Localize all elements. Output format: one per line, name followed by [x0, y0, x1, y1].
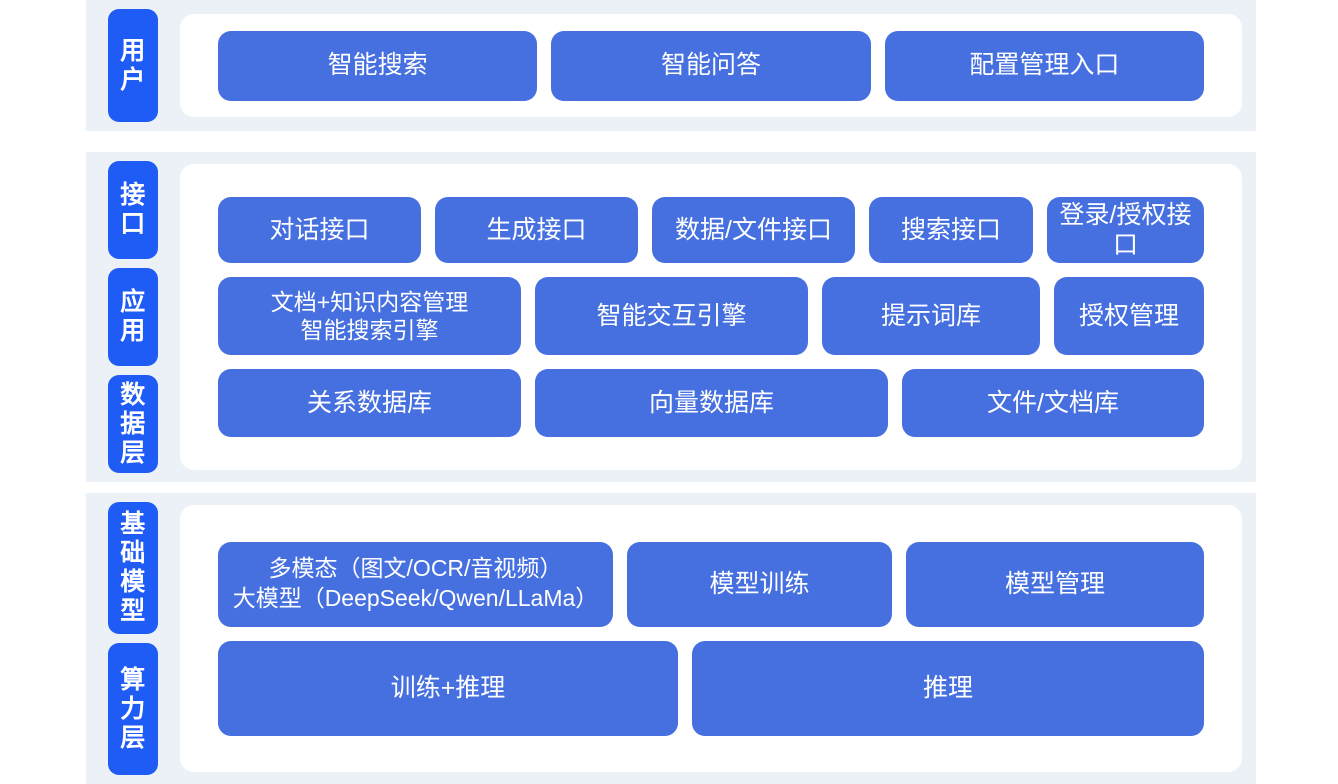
block-smart-interaction-engine[interactable]: 智能交互引擎 [535, 277, 808, 355]
block-smart-qa[interactable]: 智能问答 [551, 30, 871, 101]
layer-tab-api-char-0: 接 [120, 181, 146, 209]
row-compute: 训练+推理 推理 [218, 640, 1204, 736]
layer-tab-api[interactable]: 接 口 [108, 161, 158, 259]
layer-tab-foundation-model[interactable]: 基 础 模 型 [108, 502, 158, 634]
tab-column-middle: 接 口 应 用 数 据 层 [86, 152, 180, 482]
block-search-api[interactable]: 搜索接口 [869, 197, 1033, 263]
block-data-file-api[interactable]: 数据/文件接口 [652, 197, 855, 263]
layer-tab-foundation-model-char-1: 础 [120, 539, 146, 567]
block-authorization-management[interactable]: 授权管理 [1054, 277, 1204, 355]
panel-user: 智能搜索 智能问答 配置管理入口 [180, 14, 1242, 117]
layer-tab-user-char-0: 用 [120, 36, 146, 65]
block-login-auth-api[interactable]: 登录/授权接口 [1047, 197, 1204, 263]
block-vector-database[interactable]: 向量数据库 [535, 369, 888, 437]
block-smart-search[interactable]: 智能搜索 [218, 30, 538, 101]
layer-tab-application-char-0: 应 [120, 288, 146, 316]
layer-tab-application-char-1: 用 [120, 317, 146, 345]
panel-middle: 对话接口 生成接口 数据/文件接口 搜索接口 登录/授权接口 文档+知识内容管理… [180, 164, 1242, 470]
block-config-management-entry[interactable]: 配置管理入口 [884, 30, 1204, 101]
layer-tab-data-char-1: 据 [120, 409, 146, 438]
layer-tab-user[interactable]: 用 户 [108, 9, 158, 122]
layer-tab-foundation-model-char-2: 模 [120, 568, 146, 596]
block-prompt-library[interactable]: 提示词库 [822, 277, 1040, 355]
layer-tab-compute-char-0: 算 [120, 665, 146, 694]
row-api: 对话接口 生成接口 数据/文件接口 搜索接口 登录/授权接口 [218, 197, 1204, 263]
layer-tab-compute-char-2: 层 [120, 723, 146, 752]
block-model-management[interactable]: 模型管理 [906, 541, 1204, 627]
block-multimodal-large-model[interactable]: 多模态（图文/OCR/音视频） 大模型（DeepSeek/Qwen/LLaMa） [218, 541, 613, 627]
layer-tab-user-char-1: 户 [120, 65, 146, 94]
block-relational-database[interactable]: 关系数据库 [218, 369, 521, 437]
block-file-document-store[interactable]: 文件/文档库 [902, 369, 1204, 437]
row-user-apps: 智能搜索 智能问答 配置管理入口 [218, 30, 1204, 101]
block-inference[interactable]: 推理 [692, 640, 1204, 736]
panel-bottom: 多模态（图文/OCR/音视频） 大模型（DeepSeek/Qwen/LLaMa）… [180, 505, 1242, 772]
block-training-plus-inference[interactable]: 训练+推理 [218, 640, 678, 736]
block-model-training[interactable]: 模型训练 [627, 541, 892, 627]
section-middle: 接 口 应 用 数 据 层 对话接口 生成接口 数据/文件接口 搜索接口 登录/… [86, 152, 1256, 482]
tab-column-user: 用 户 [86, 0, 180, 131]
block-generation-api[interactable]: 生成接口 [435, 197, 638, 263]
layer-tab-data-char-2: 层 [120, 438, 146, 467]
section-user: 用 户 智能搜索 智能问答 配置管理入口 [86, 0, 1256, 131]
layer-tab-foundation-model-char-3: 型 [120, 597, 146, 625]
block-dialog-api[interactable]: 对话接口 [218, 197, 421, 263]
layer-tab-compute-char-1: 力 [120, 694, 146, 723]
layer-tab-api-char-1: 口 [120, 210, 146, 238]
row-data: 关系数据库 向量数据库 文件/文档库 [218, 369, 1204, 437]
block-document-knowledge-management[interactable]: 文档+知识内容管理 智能搜索引擎 [218, 277, 521, 355]
layer-tab-data-char-0: 数 [120, 380, 146, 409]
layer-tab-foundation-model-char-0: 基 [120, 510, 146, 538]
row-application: 文档+知识内容管理 智能搜索引擎 智能交互引擎 提示词库 授权管理 [218, 277, 1204, 355]
layer-tab-data[interactable]: 数 据 层 [108, 375, 158, 473]
row-foundation-model: 多模态（图文/OCR/音视频） 大模型（DeepSeek/Qwen/LLaMa）… [218, 541, 1204, 627]
layer-tab-compute[interactable]: 算 力 层 [108, 643, 158, 775]
layer-tab-application[interactable]: 应 用 [108, 268, 158, 366]
tab-column-bottom: 基 础 模 型 算 力 层 [86, 493, 180, 784]
section-bottom: 基 础 模 型 算 力 层 多模态（图文/OCR/音视频） 大模型（DeepSe… [86, 493, 1256, 784]
